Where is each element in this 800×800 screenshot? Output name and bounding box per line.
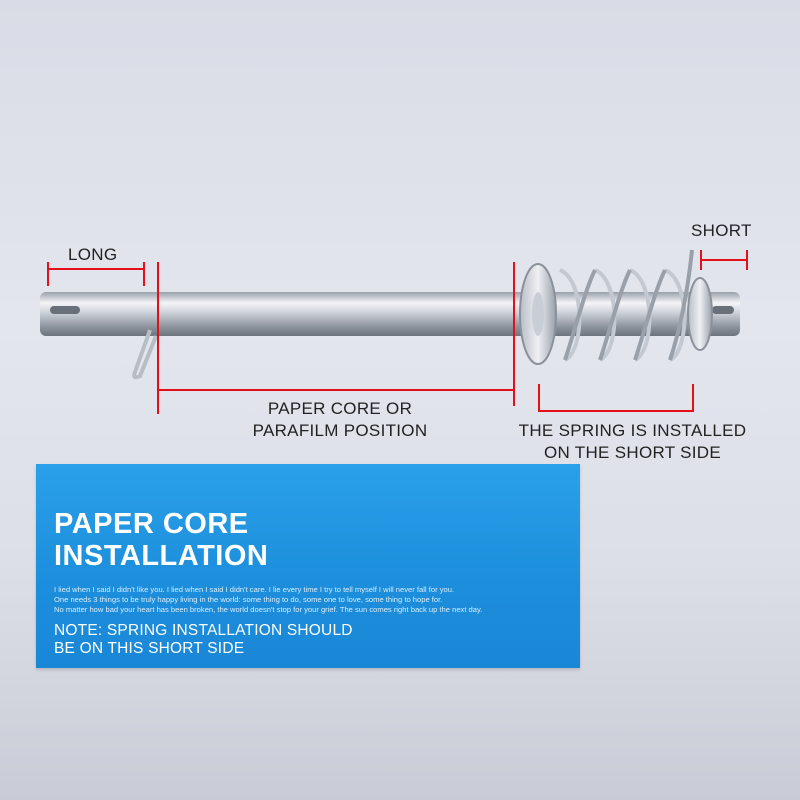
- note-line2: BE ON THIS SHORT SIDE: [54, 640, 245, 657]
- paper-core-marker-line: [158, 389, 513, 391]
- banner-note: NOTE: SPRING INSTALLATION SHOULD BE ON T…: [54, 622, 353, 658]
- left-slot: [50, 306, 80, 314]
- label-long: LONG: [68, 245, 118, 264]
- paper-core-marker-left: [157, 262, 159, 414]
- spring-marker-left: [538, 384, 540, 412]
- spring-marker-right: [692, 384, 694, 412]
- banner-title-line1: PAPER CORE: [54, 508, 249, 540]
- short-marker-right: [746, 250, 748, 270]
- long-marker-left: [47, 262, 49, 286]
- paper-core-marker-right: [513, 262, 515, 406]
- spring: [558, 249, 694, 362]
- banner-title-line2: INSTALLATION: [54, 540, 269, 572]
- right-slot: [712, 306, 734, 314]
- small-line3: No matter how bad your heart has been br…: [54, 605, 483, 614]
- long-marker-line: [47, 268, 143, 270]
- banner-title: PAPER CORE INSTALLATION: [54, 508, 268, 572]
- note-line1: NOTE: SPRING INSTALLATION SHOULD: [54, 622, 353, 639]
- label-short: SHORT: [691, 221, 752, 240]
- small-line1: I lied when I said I didn't like you. I …: [54, 585, 455, 594]
- spring-line1: THE SPRING IS INSTALLED: [518, 421, 747, 440]
- short-marker-line: [700, 259, 746, 261]
- paper-core-line2: PARAFILM POSITION: [252, 421, 428, 440]
- label-paper-core-position: PAPER CORE OR PARAFILM POSITION: [240, 398, 440, 442]
- spring-line2: ON THE SHORT SIDE: [543, 443, 722, 462]
- paper-core-line1: PAPER CORE OR: [267, 399, 413, 418]
- installation-banner: PAPER CORE INSTALLATION I lied when I sa…: [36, 464, 580, 668]
- right-washer: [687, 277, 713, 351]
- shaft-rod: [40, 292, 740, 336]
- banner-small-text: I lied when I said I didn't like you. I …: [54, 585, 574, 615]
- small-line2: One needs 3 things to be truly happy liv…: [54, 595, 443, 604]
- cotter-pin: [132, 329, 158, 380]
- spring-marker-line: [538, 410, 694, 412]
- label-spring-side: THE SPRING IS INSTALLED ON THE SHORT SID…: [505, 420, 760, 464]
- long-marker-right: [143, 262, 145, 286]
